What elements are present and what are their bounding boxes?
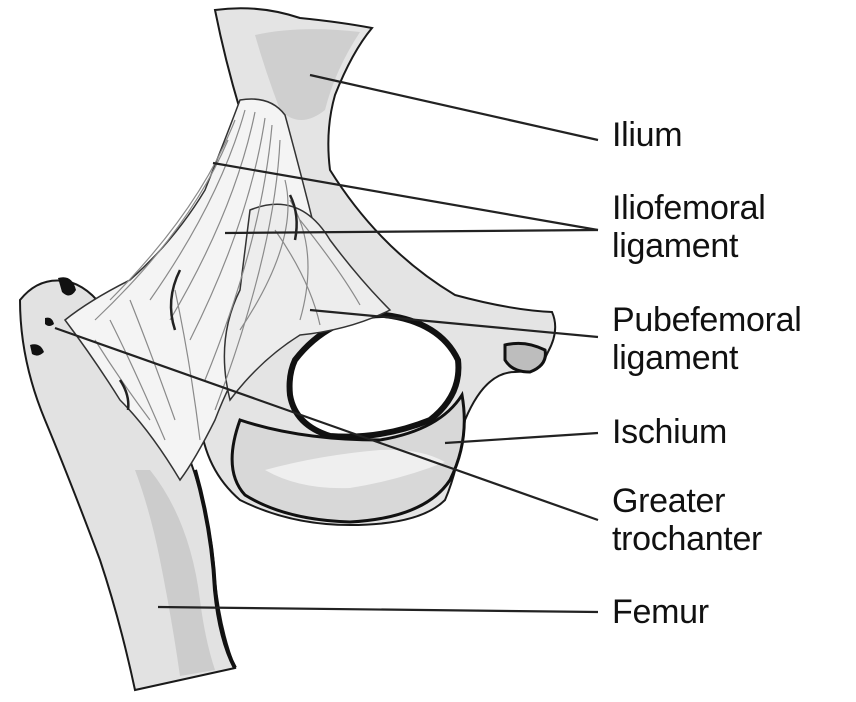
leader-ilium xyxy=(310,75,598,140)
pubis-edge xyxy=(505,343,545,372)
leader-ischium xyxy=(445,433,598,443)
label-iliofemoral-line1: Iliofemoral xyxy=(612,190,766,227)
label-ischium: Ischium xyxy=(612,414,727,451)
label-pubofemoral-line1: Pubefemoral xyxy=(612,302,801,339)
label-iliofemoral-line2: ligament xyxy=(612,228,738,265)
label-ilium: Ilium xyxy=(612,117,682,154)
label-greater-trochanter-line2: trochanter xyxy=(612,521,762,558)
leader-femur xyxy=(158,607,598,612)
label-femur: Femur xyxy=(612,594,709,631)
label-greater-trochanter-line1: Greater xyxy=(612,483,725,520)
label-pubofemoral-line2: ligament xyxy=(612,340,738,377)
